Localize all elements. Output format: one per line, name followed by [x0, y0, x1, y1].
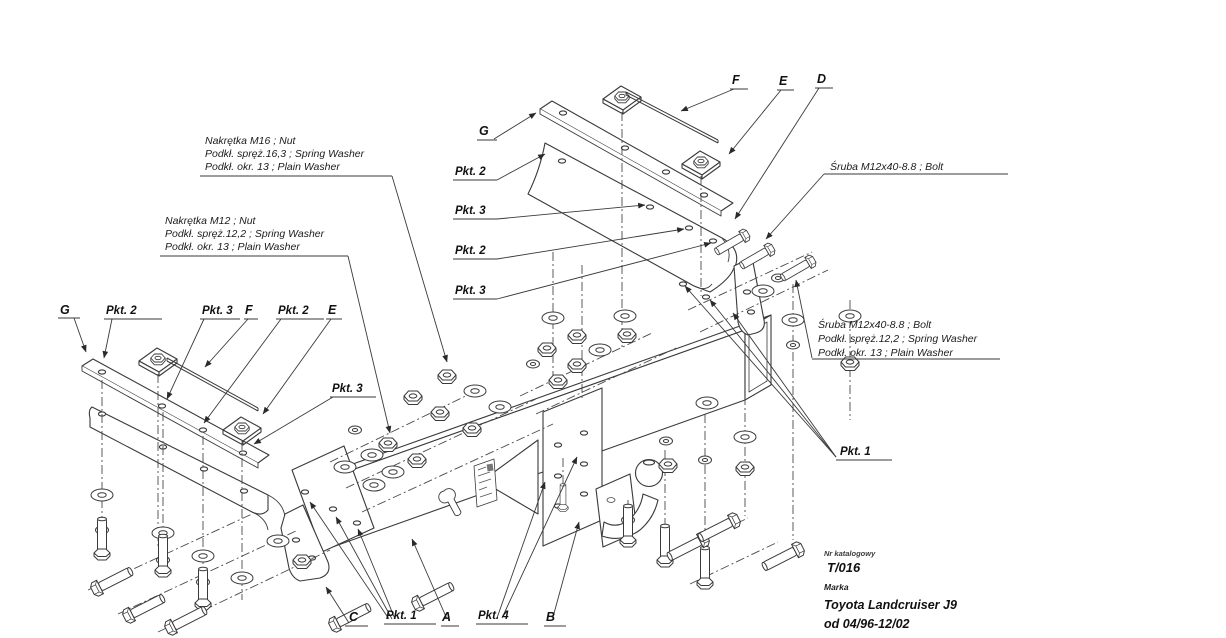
bar-g-left: [81, 358, 270, 469]
washer: [588, 343, 612, 357]
washer: [381, 465, 405, 479]
bolt: [120, 590, 168, 626]
washer: [695, 396, 719, 410]
nut: [430, 406, 450, 421]
point-label-pkt2-mid2: Pkt. 2: [455, 245, 486, 257]
nut: [462, 422, 482, 437]
callout-bolt-set-line2: Podkł. spręż.12,2 ; Spring Washer: [818, 333, 978, 345]
callout-nut-m12-line2: Podkł. spręż.12,2 ; Spring Washer: [165, 228, 325, 240]
pad-e-top-2: [682, 151, 720, 179]
callout-bolt-set-line3: Podkł. okr. 13 ; Plain Washer: [818, 347, 953, 359]
spring-washer: [526, 359, 540, 369]
nut: [537, 342, 557, 357]
bolt: [162, 602, 210, 638]
nut: [403, 390, 423, 405]
callout-bolt-single: Śruba M12x40-8.8 ; Bolt: [830, 160, 944, 173]
nut: [437, 369, 457, 384]
callout-nut-m16-line3: Podkł. okr. 13 ; Plain Washer: [205, 161, 340, 173]
bolt: [154, 533, 172, 578]
washer: [362, 478, 386, 492]
nut: [617, 328, 637, 343]
nut: [548, 374, 568, 389]
catalog-number-value: T/016: [827, 560, 861, 575]
point-label-pkt2-left1: Pkt. 2: [106, 305, 137, 317]
washer: [613, 309, 637, 323]
washer: [360, 448, 384, 462]
spring-washer: [786, 340, 800, 350]
bolt: [737, 241, 777, 273]
callout-nut-m16-line2: Podkł. spręż.16,3 ; Spring Washer: [205, 148, 365, 160]
part-label-f-top: F: [732, 73, 740, 87]
nut: [567, 358, 587, 373]
spring-washer: [348, 425, 362, 435]
washer: [230, 571, 254, 585]
point-label-pkt2-left2: Pkt. 2: [278, 305, 309, 317]
bolt: [759, 539, 807, 575]
washer: [191, 549, 215, 563]
part-label-e-left: E: [328, 303, 337, 317]
part-label-e-top: E: [779, 74, 788, 88]
bolt: [695, 510, 743, 546]
part-label-f-left: F: [245, 303, 253, 317]
bolt: [409, 578, 457, 614]
bolt: [93, 516, 111, 561]
rod-f-top: [625, 91, 719, 144]
keyhole-slot: [438, 488, 462, 516]
washer: [541, 311, 565, 325]
part-label-b: B: [546, 610, 555, 624]
point-label-pkt1-right: Pkt. 1: [840, 446, 871, 458]
nut: [567, 329, 587, 344]
gusset-plate: [481, 439, 539, 515]
callout-nut-m12-line1: Nakrętka M12 ; Nut: [165, 215, 257, 227]
bar-g-top: [539, 100, 734, 217]
point-label-pkt1-bottom: Pkt. 1: [386, 610, 417, 622]
point-label-pkt3-left2: Pkt. 3: [332, 383, 363, 395]
tow-ball: [595, 458, 664, 548]
point-label-pkt4-bottom: Pkt. 4: [478, 610, 509, 622]
part-label-d-top: D: [817, 72, 826, 86]
callout-nut-m16-line1: Nakrętka M16 ; Nut: [205, 135, 297, 147]
bolt: [88, 563, 136, 599]
bolt: [194, 566, 212, 611]
type-plate-sticker: [473, 458, 498, 508]
pad-e-left-1: [139, 348, 177, 376]
bolt: [696, 545, 714, 590]
nut: [407, 453, 427, 468]
callout-nut-m12-line3: Podkł. okr. 13 ; Plain Washer: [165, 241, 300, 253]
nut: [658, 458, 678, 473]
part-label-g-top: G: [479, 124, 489, 138]
labels: Nakrętka M16 ; Nut Podkł. spręż.16,3 ; S…: [60, 72, 978, 624]
part-label-a: A: [441, 610, 451, 624]
spring-washer: [698, 455, 712, 465]
washer: [751, 284, 775, 298]
nut: [735, 461, 755, 476]
point-label-pkt3-mid1: Pkt. 3: [455, 205, 486, 217]
callout-bolt-set-line1: Śruba M12x40-8.8 ; Bolt: [818, 318, 932, 331]
washer: [463, 384, 487, 398]
washer: [266, 534, 290, 548]
nut: [378, 437, 398, 452]
rod-f-left: [166, 357, 259, 412]
spring-washer: [659, 436, 673, 446]
part-label-g-left: G: [60, 303, 70, 317]
catalog-number-label: Nr katalogowy: [824, 549, 876, 558]
washer: [488, 400, 512, 414]
vehicle-date-range: od 04/96-12/02: [824, 617, 910, 631]
leader-lines: [58, 87, 1008, 627]
point-label-pkt3-left1: Pkt. 3: [202, 305, 233, 317]
washer: [733, 430, 757, 444]
title-block: Nr katalogowy T/016 Marka Toyota Landcru…: [824, 549, 957, 631]
point-label-pkt3-mid2: Pkt. 3: [455, 285, 486, 297]
washer: [90, 488, 114, 502]
nut: [292, 554, 312, 569]
washer: [781, 313, 805, 327]
vehicle-model: Toyota Landcruiser J9: [824, 598, 957, 612]
brand-label: Marka: [824, 582, 849, 592]
part-label-c: C: [349, 610, 359, 624]
washer: [333, 460, 357, 474]
point-label-pkt2-mid1: Pkt. 2: [455, 166, 486, 178]
bracket-d: [527, 142, 765, 336]
